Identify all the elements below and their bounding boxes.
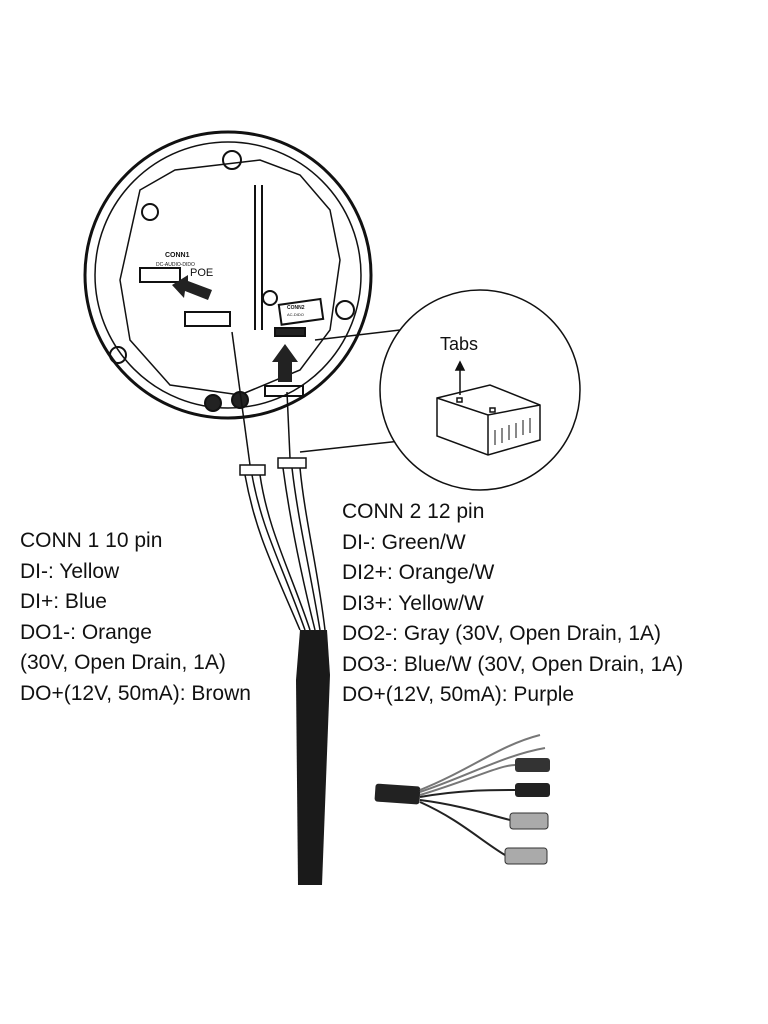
conn1-line: DI+: Blue [20, 590, 107, 613]
conn1-line: DI-: Yellow [20, 559, 120, 583]
conn1-line: DO1-: Orange [20, 620, 152, 644]
conn2-line: DO2-: Gray (30V, Open Drain, 1A) [342, 622, 662, 645]
conn1-board-sublabel: DC-AUDIO-DIDO [156, 262, 195, 268]
cable-bundle [231, 331, 326, 631]
camera-labels: CONN1 DC-AUDIO-DIDO POE CONN2 AC-DIDO [156, 252, 305, 317]
conn1-line: (30V, Open Drain, 1A) [20, 651, 226, 674]
conn1-pinout: CONN 1 10 pin DI-: Yellow DI+: Blue DO1-… [20, 526, 251, 709]
camera-base [83, 130, 373, 420]
conn1-title: CONN 1 10 pin [20, 529, 163, 552]
conn2-board-sublabel: AC-DIDO [287, 312, 304, 317]
conn2-line: DO3-: Blue/W (30V, Open Drain, 1A) [342, 652, 684, 676]
pigtail-connector [374, 734, 550, 865]
conn2-line: DI2+: Orange/W [342, 561, 495, 584]
tabs-callout [299, 289, 581, 491]
main-cable [296, 630, 330, 885]
conn2-pinout: CONN 2 12 pin DI-: Green/W DI2+: Orange/… [342, 497, 683, 711]
conn2-line: DI3+: Yellow/W [342, 591, 484, 615]
conn2-board-label: CONN2 [287, 305, 305, 311]
tabs-label: Tabs [440, 334, 478, 354]
conn1-board-label: CONN1 [165, 252, 190, 259]
conn2-line: DI-: Green/W [342, 530, 466, 554]
conn2-title: CONN 2 12 pin [342, 500, 485, 523]
poe-label: POE [190, 267, 213, 279]
conn1-line: DO+(12V, 50mA): Brown [20, 681, 251, 705]
arrow-icon [272, 344, 298, 382]
conn2-line: DO+(12V, 50mA): Purple [342, 683, 575, 706]
arrow-icon [172, 275, 212, 300]
